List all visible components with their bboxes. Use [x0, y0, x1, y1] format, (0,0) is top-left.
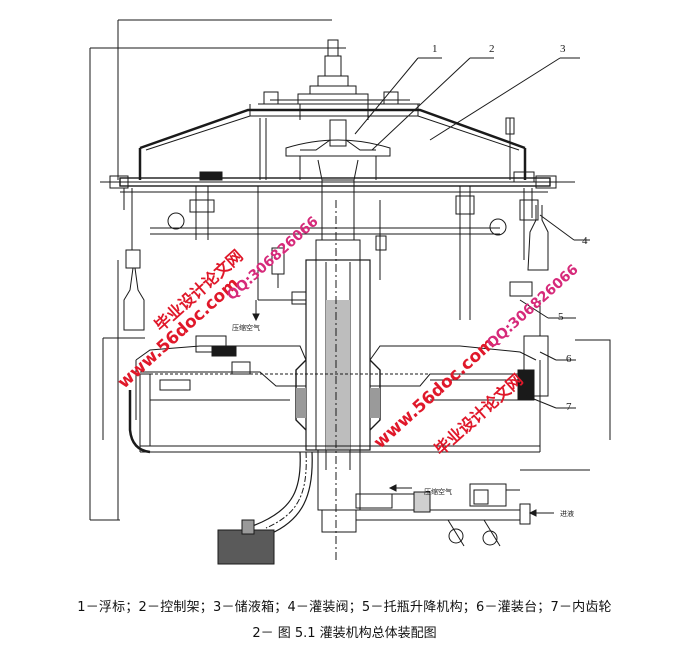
- callout-4: 4: [582, 235, 588, 247]
- callout-leaders: [354, 57, 590, 409]
- central-column: [305, 179, 371, 560]
- internal-float-bowl: [285, 119, 391, 181]
- support-rods: [150, 117, 515, 320]
- callout-5: 5: [558, 311, 564, 323]
- filling-valve-left: [123, 188, 145, 331]
- liquid-inlet-piping: [355, 483, 554, 547]
- callout-7: 7: [566, 401, 572, 413]
- callout-3: 3: [560, 43, 566, 55]
- figure-legend: 1－浮标；2－控制架；3－储液箱；4－灌装阀；5－托瓶升降机构；6－灌装台；7－…: [77, 600, 612, 615]
- figure-title: 2－ 图 5.1 灌装机构总体装配图: [252, 626, 437, 641]
- control-frame: [258, 200, 387, 305]
- outer-frame-lines: [89, 19, 611, 521]
- tank-lid: [138, 104, 527, 180]
- liquid-inlet-label: 进液: [560, 509, 574, 518]
- float-assembly: [258, 39, 420, 105]
- tank-bottom-plate: [100, 171, 575, 193]
- callout-1: 1: [432, 43, 438, 55]
- air-label-left: 压缩空气: [232, 323, 260, 332]
- ring-gear-assembly: [509, 281, 549, 401]
- filling-table: [135, 335, 541, 453]
- air-arrows: [252, 300, 412, 492]
- filling-valve-right: [519, 188, 549, 271]
- callout-2: 2: [489, 43, 495, 55]
- discharge-pipe: [217, 451, 313, 565]
- bottle-lift-mechanism: [128, 361, 251, 454]
- air-label-right: 压缩空气: [424, 487, 452, 496]
- callout-6: 6: [566, 353, 572, 365]
